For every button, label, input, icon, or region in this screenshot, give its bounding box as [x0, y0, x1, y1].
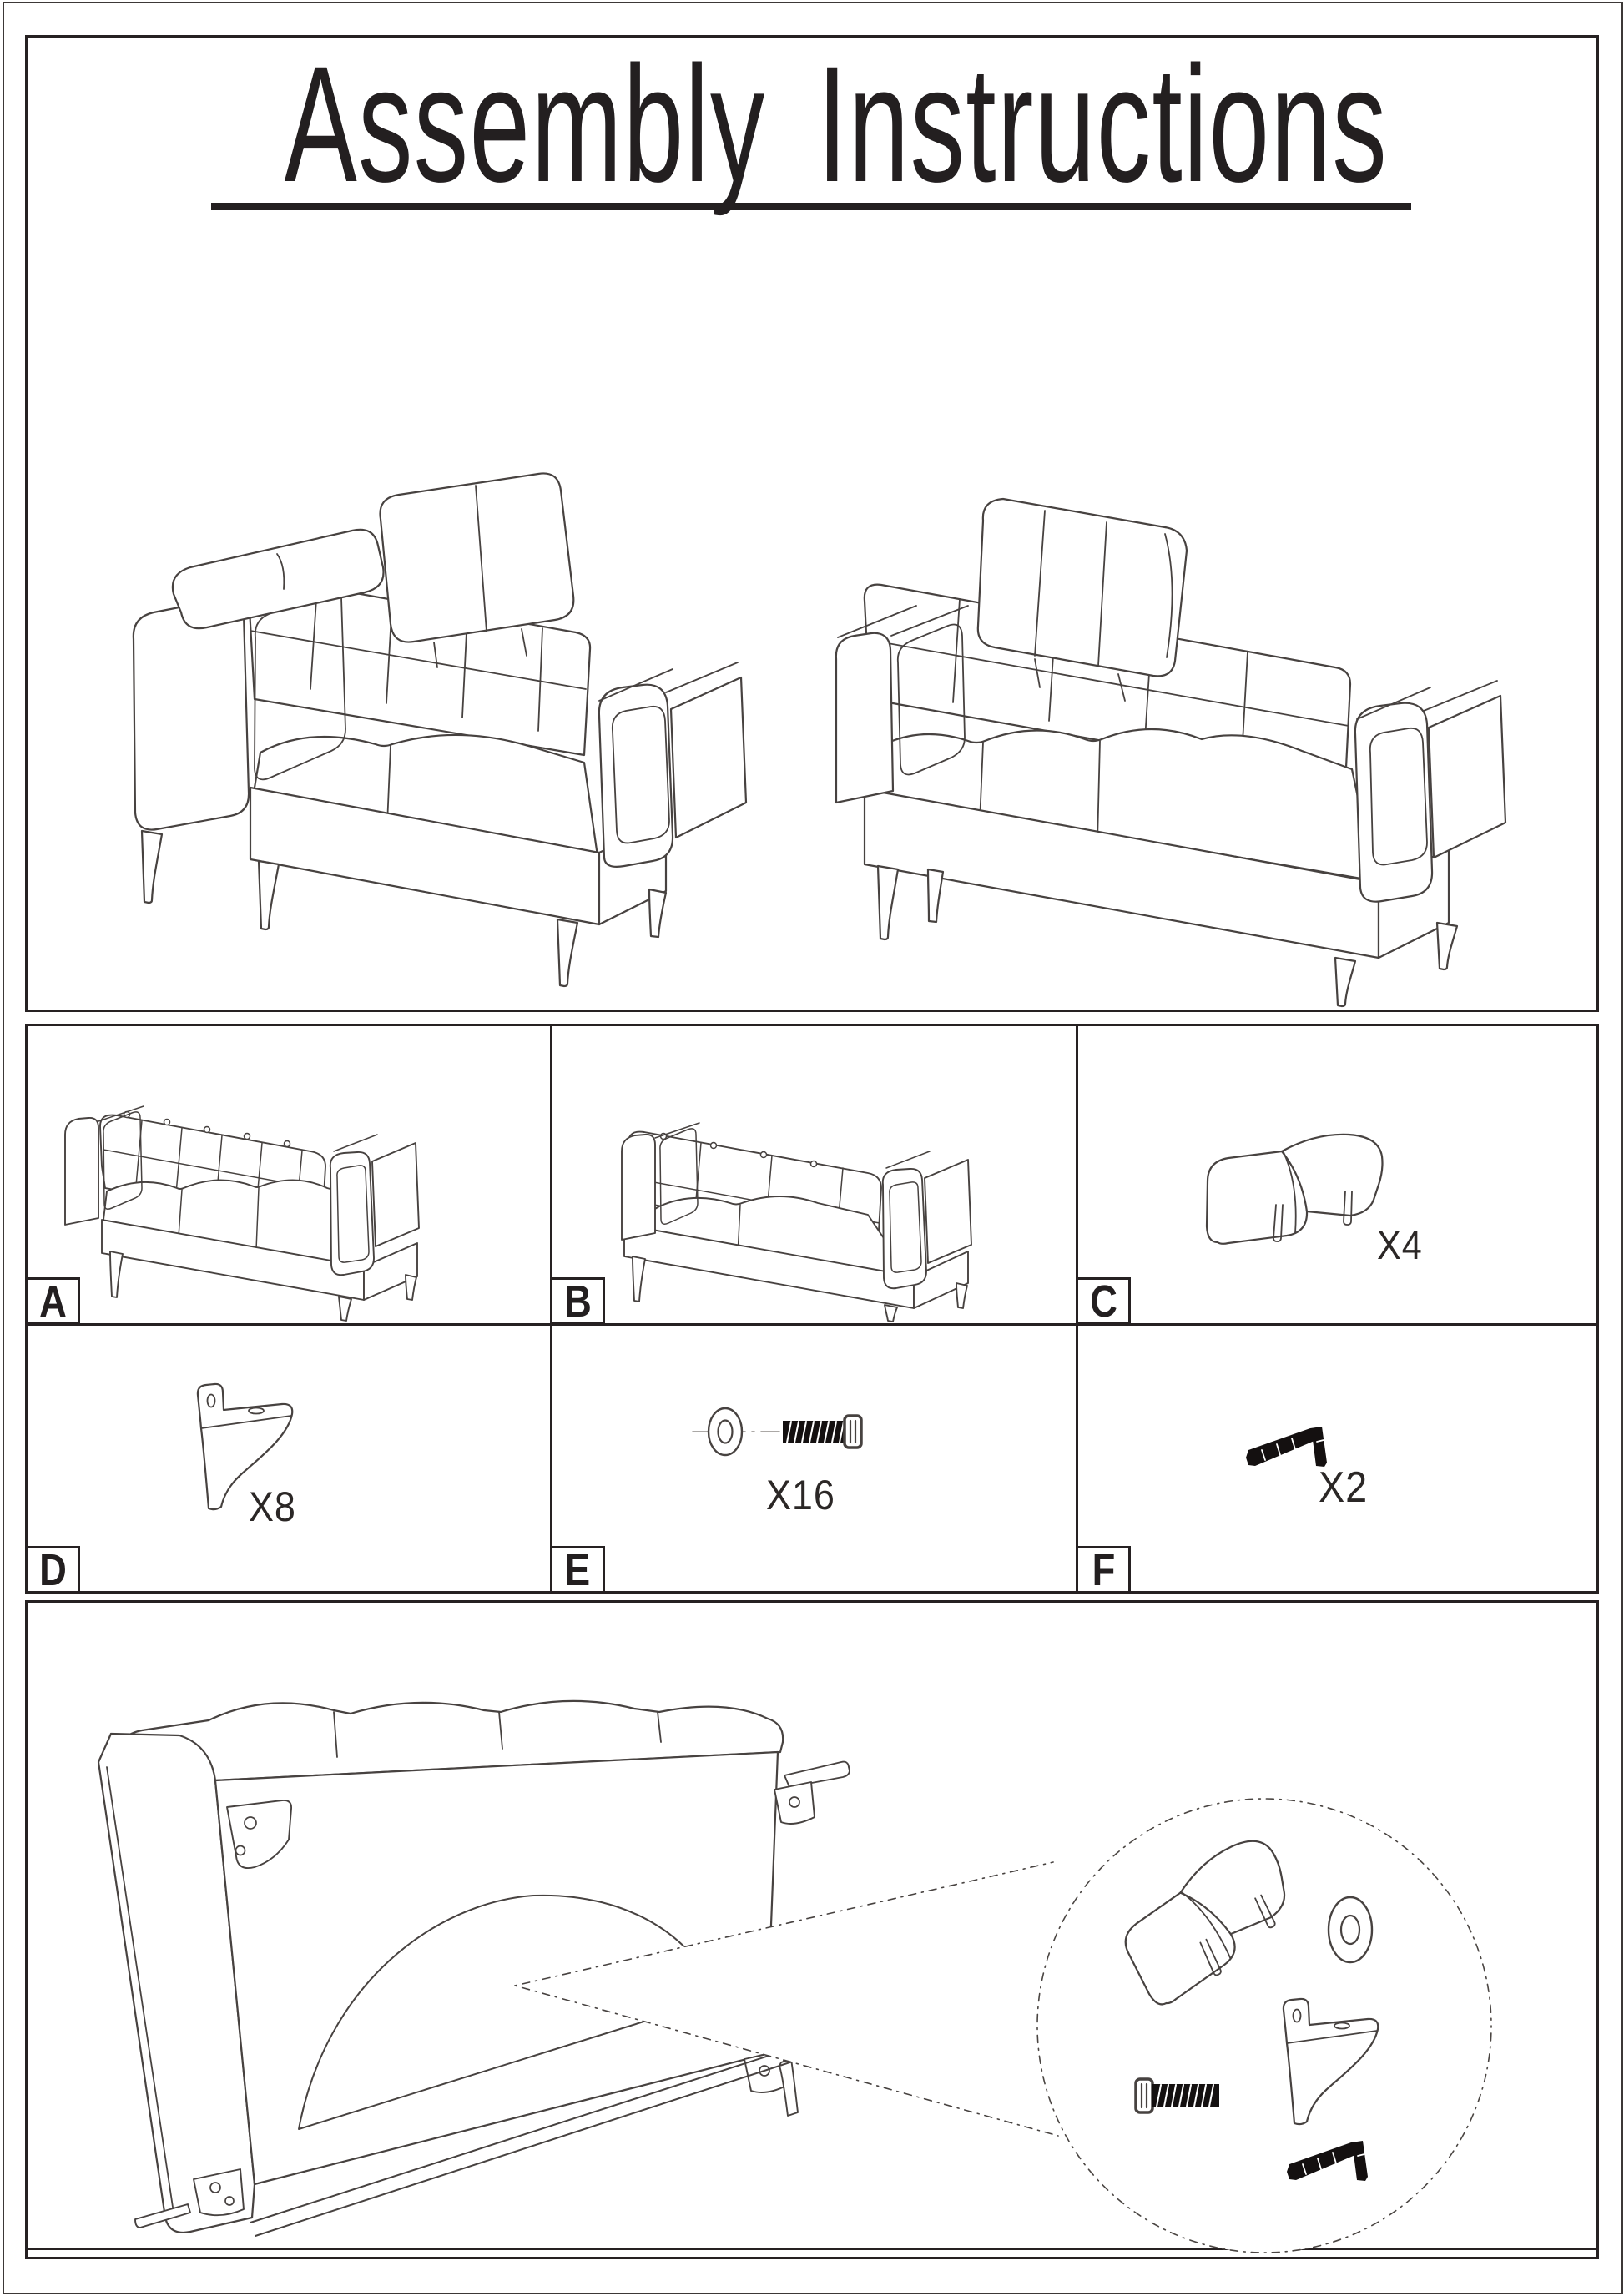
part-letter: A [38, 1276, 67, 1327]
page-border [3, 2, 1623, 2294]
qty-metal-leg: X8 [249, 1483, 296, 1530]
part-label-e: E [550, 1546, 605, 1594]
part-letter: B [563, 1276, 592, 1327]
washer-icon [1327, 1896, 1374, 1964]
allen-key-icon [1246, 1427, 1327, 1467]
headrest-icon [1205, 1133, 1384, 1245]
qty-washer-screw: X16 [766, 1472, 835, 1518]
three-seat-sofa-with-headrest-icon [835, 497, 1507, 1008]
part-label-b: B [550, 1277, 605, 1325]
part-letter: E [564, 1544, 591, 1595]
page-title: Assembly Instructions [284, 32, 1389, 216]
title-wrap: Assembly Instructions [0, 42, 1624, 207]
screw-icon [1134, 2077, 1219, 2114]
part-letter: F [1092, 1544, 1115, 1595]
part-label-c: C [1076, 1277, 1131, 1325]
part-label-d: D [25, 1546, 80, 1594]
qty-headrest: X4 [1377, 1224, 1423, 1268]
part-letter: D [38, 1544, 67, 1595]
loveseat-icon [621, 1122, 972, 1322]
loveseat-with-headrest-icon [132, 472, 748, 988]
detail-circle [1036, 1798, 1492, 2253]
part-letter: C [1089, 1276, 1117, 1327]
allen-key-icon [1287, 2141, 1368, 2181]
assembly-box-inner-rule [28, 2248, 1596, 2250]
washer-and-screw-icon [692, 1407, 863, 1457]
qty-allen-key: X2 [1319, 1463, 1369, 1512]
part-label-a: A [25, 1277, 80, 1325]
overview-section-box [25, 35, 1599, 1012]
detail-callout-wedge [514, 1861, 1059, 2137]
three-seat-sofa-icon [64, 1105, 420, 1322]
grid-divider-horizontal [28, 1323, 1596, 1326]
flipped-sofa-icon [97, 1699, 854, 2237]
title-underline [211, 203, 1411, 210]
assembly-section-box [25, 1600, 1599, 2259]
part-label-f: F [1076, 1546, 1131, 1594]
